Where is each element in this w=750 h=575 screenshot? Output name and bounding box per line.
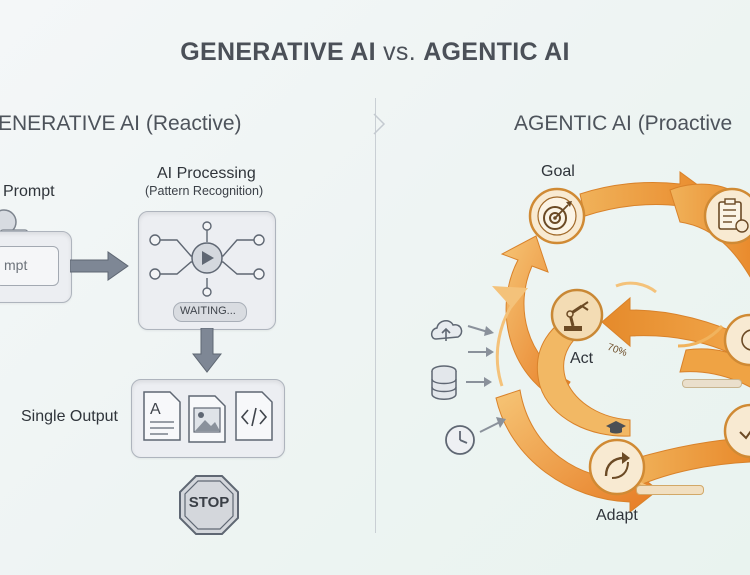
act-label: Act bbox=[570, 350, 594, 367]
output-box: A bbox=[131, 379, 285, 458]
title-agentic: AGENTIC AI bbox=[423, 38, 570, 66]
database-icon bbox=[431, 365, 457, 400]
prompt-input[interactable]: mpt bbox=[0, 246, 59, 286]
evaluate-node-partial bbox=[723, 403, 750, 459]
arrow-down-icon bbox=[192, 328, 222, 373]
agentic-heading: AGENTIC AI (Proactive bbox=[514, 112, 733, 135]
input-arrow-icon-2 bbox=[466, 377, 492, 387]
processing-box: WAITING... bbox=[138, 211, 276, 330]
text-document-icon: A bbox=[143, 391, 181, 441]
center-divider bbox=[375, 98, 376, 533]
goal-label: Goal bbox=[541, 163, 575, 180]
single-output-label: Single Output bbox=[21, 408, 118, 425]
waiting-text: WAITING... bbox=[180, 305, 236, 317]
waiting-status-badge: WAITING... bbox=[173, 302, 247, 322]
prompt-label: Prompt bbox=[3, 183, 55, 200]
cloud-upload-icon bbox=[430, 320, 463, 341]
prompt-input-text: mpt bbox=[4, 257, 28, 273]
stop-label: STOP bbox=[188, 494, 230, 511]
svg-text:A: A bbox=[150, 401, 161, 418]
neural-network-icon bbox=[149, 221, 265, 297]
processing-label: AI Processing bbox=[157, 165, 256, 182]
observe-node-partial bbox=[723, 313, 750, 367]
processing-sublabel: (Pattern Recognition) bbox=[145, 184, 264, 198]
page-title: GENERATIVE AI vs. AGENTIC AI bbox=[0, 38, 750, 67]
stop-sign-icon bbox=[179, 475, 239, 535]
code-document-icon bbox=[235, 391, 273, 441]
plan-clipboard-node bbox=[703, 187, 750, 245]
progress-bar-top bbox=[682, 379, 742, 388]
adapt-node bbox=[588, 438, 646, 496]
graduation-cap-icon bbox=[606, 421, 626, 434]
prompt-box: mpt bbox=[0, 231, 72, 303]
input-arrow-icon bbox=[467, 325, 494, 336]
title-vs: vs. bbox=[383, 38, 416, 66]
generative-heading: ENERATIVE AI (Reactive) bbox=[0, 112, 242, 135]
divider-chevron-icon bbox=[373, 113, 386, 135]
clock-icon bbox=[445, 425, 475, 455]
image-document-icon bbox=[188, 395, 226, 443]
title-generative: GENERATIVE AI bbox=[180, 38, 376, 66]
progress-bar-bottom bbox=[636, 485, 704, 495]
input-arrow-icon-4 bbox=[468, 347, 494, 357]
input-arrow-icon-3 bbox=[479, 417, 506, 433]
adapt-label: Adapt bbox=[596, 507, 638, 524]
arrow-right-icon bbox=[70, 251, 129, 281]
act-robot-arm-node bbox=[550, 288, 604, 342]
goal-node bbox=[528, 187, 586, 245]
